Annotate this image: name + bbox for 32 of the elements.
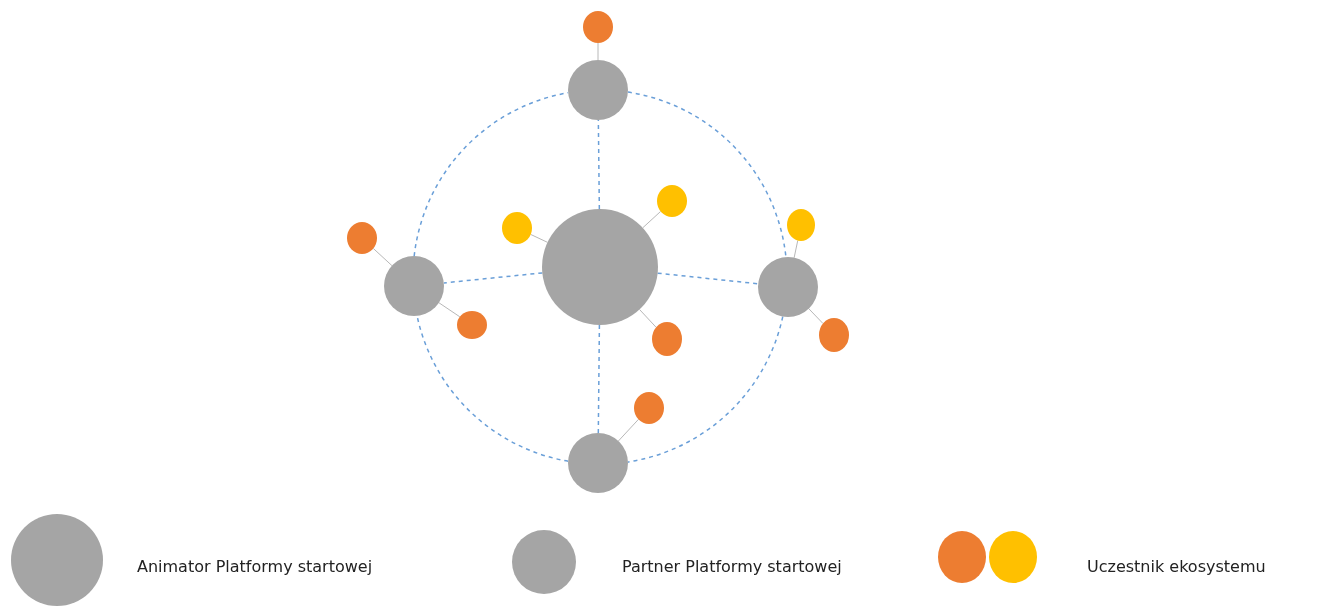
connector-line [639,308,657,328]
connector-line [642,210,662,229]
dashed-connector [597,119,601,210]
legend-label: Partner Platformy startowej [622,557,842,576]
legend-label: Animator Platformy startowej [137,557,373,576]
circle-node [652,322,682,356]
dashed-connector [656,272,759,285]
circle-node [787,209,815,241]
circle-node [568,433,628,493]
connector-line [808,308,824,324]
connector-line [597,42,599,61]
dashed-connector [627,91,787,258]
circle-node [384,256,444,316]
circle-node [568,60,628,120]
circle-node [758,257,818,317]
legend-label: Uczestnik ekosystemu [1087,557,1266,576]
dashed-connector [443,272,544,284]
circle-node [657,185,687,217]
connector-line [617,418,639,442]
circle-node [634,392,664,424]
dashed-connector [416,315,569,462]
connector-line [793,240,799,259]
connector-line [530,233,548,243]
circle-node [583,11,613,43]
circle-node [347,222,377,254]
dashed-connector [627,315,784,463]
circle-node [502,212,532,244]
connector-line [372,247,393,267]
circle-node [457,311,487,339]
connector-line [438,302,461,318]
dashed-connector [597,324,601,434]
circle-node [819,318,849,352]
